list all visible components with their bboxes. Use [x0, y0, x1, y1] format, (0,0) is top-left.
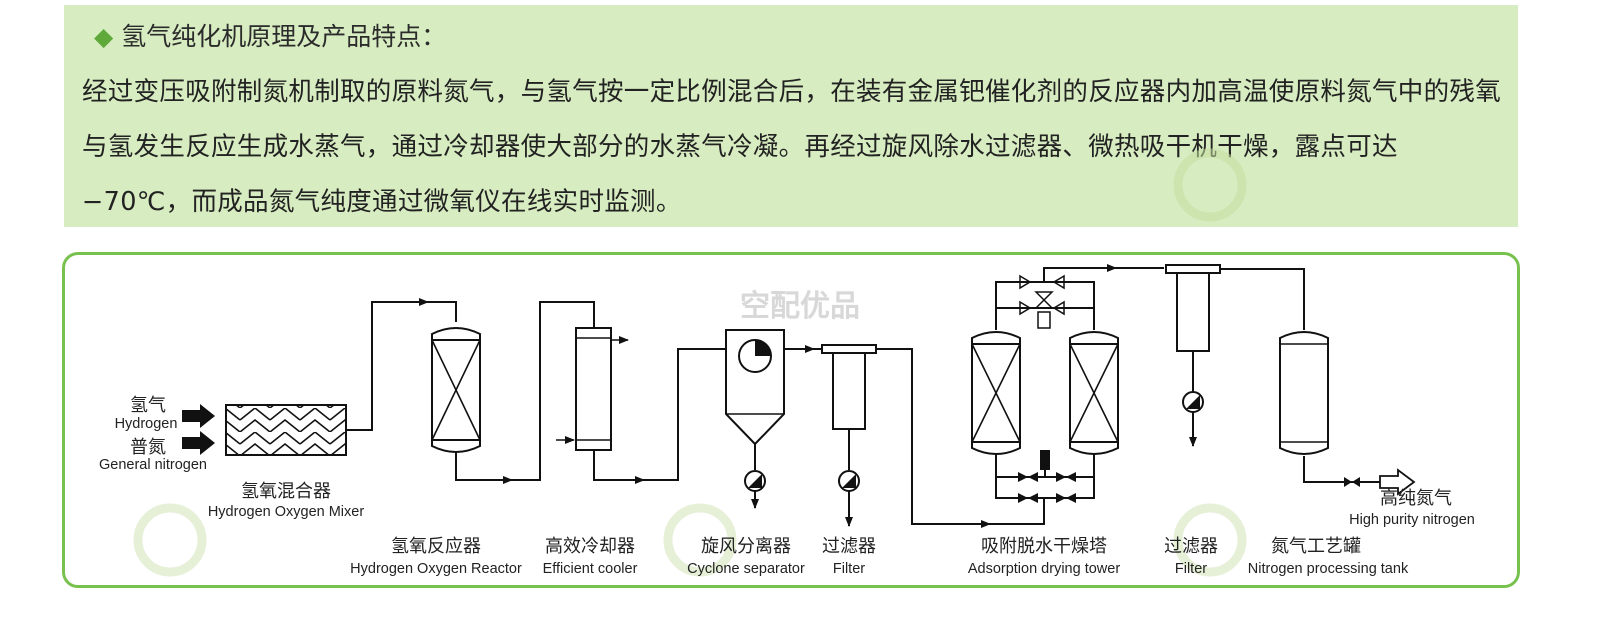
filter-1-label-cn: 过滤器 — [822, 536, 876, 557]
filter-1-label-en: Filter — [833, 561, 865, 577]
tank-label-en: Nitrogen processing tank — [1248, 561, 1409, 577]
cyclone-label-en: Cyclone separator — [687, 561, 805, 577]
cooler-label-en: Efficient cooler — [543, 561, 638, 577]
nitrogen-inlet-arrow-icon — [182, 431, 215, 455]
dryer-towers — [971, 264, 1164, 503]
hydrogen-label-cn: 氢气 — [130, 395, 166, 416]
reactor-label-en: Hydrogen Oxygen Reactor — [350, 561, 522, 577]
filter-2-unit — [1165, 264, 1221, 447]
reactor-label-cn: 氢氧反应器 — [391, 536, 481, 557]
hydrogen-label-en: Hydrogen — [115, 416, 178, 432]
pipe-tank-output — [1303, 456, 1380, 483]
cooler-label-cn: 高效冷却器 — [545, 536, 635, 557]
cyclone-separator — [725, 329, 785, 509]
hydrogen-inlet-arrow-icon — [182, 404, 215, 428]
filter-1-unit — [821, 344, 877, 527]
intro-title: ◆氢气纯化机原理及产品特点： — [94, 17, 446, 53]
mixer-label-en: Hydrogen Oxygen Mixer — [208, 504, 365, 520]
output-label-en: High purity nitrogen — [1349, 512, 1475, 528]
watermark-center: 空配优品 — [740, 289, 860, 324]
pipe-filter-tank — [1220, 268, 1305, 330]
mixer-label-cn: 氢氧混合器 — [241, 481, 331, 502]
intro-panel: ◆氢气纯化机原理及产品特点： 经过变压吸附制氮机制取的原料氮气，与氢气按一定比例… — [64, 5, 1518, 227]
pipe-mixer-reactor — [346, 301, 457, 431]
pipe-cooler-cyclone — [593, 348, 726, 481]
cyclone-label-cn: 旋风分离器 — [701, 536, 791, 557]
watermark-gear-icon — [1173, 503, 1247, 577]
mixer-unit — [225, 404, 347, 456]
diagram-frame — [62, 252, 1520, 588]
watermark-gear-icon — [663, 503, 737, 577]
diamond-bullet-icon: ◆ — [94, 22, 114, 51]
pipe-filter-dryer — [876, 348, 1045, 525]
pipe-reactor-cooler — [455, 301, 595, 481]
watermark-gear-icon — [133, 503, 207, 577]
cooler-unit — [556, 327, 629, 451]
intro-title-text: 氢气纯化机原理及产品特点： — [121, 22, 447, 51]
outlet-arrow-icon — [1379, 468, 1416, 496]
filter-2-label-cn: 过滤器 — [1164, 536, 1218, 557]
tank-label-cn: 氮气工艺罐 — [1271, 536, 1361, 557]
nitrogen-label-cn: 普氮 — [130, 437, 166, 458]
nitrogen-label-en: General nitrogen — [99, 457, 207, 473]
reactor-vessel — [431, 327, 481, 453]
nitrogen-tank — [1279, 331, 1329, 455]
output-label-cn: 高纯氮气 — [1380, 488, 1452, 509]
dryer-label-cn: 吸附脱水干燥塔 — [981, 536, 1107, 557]
watermark-logo-group — [133, 148, 1247, 577]
dryer-label-en: Adsorption drying tower — [968, 561, 1120, 577]
filter-2-label-en: Filter — [1175, 561, 1207, 577]
output-valve-icon — [1344, 477, 1360, 487]
intro-paragraph: 经过变压吸附制氮机制取的原料氮气，与氢气按一定比例混合后，在装有金属钯催化剂的反… — [82, 77, 1502, 217]
watermark-gear-icon — [1173, 148, 1247, 222]
